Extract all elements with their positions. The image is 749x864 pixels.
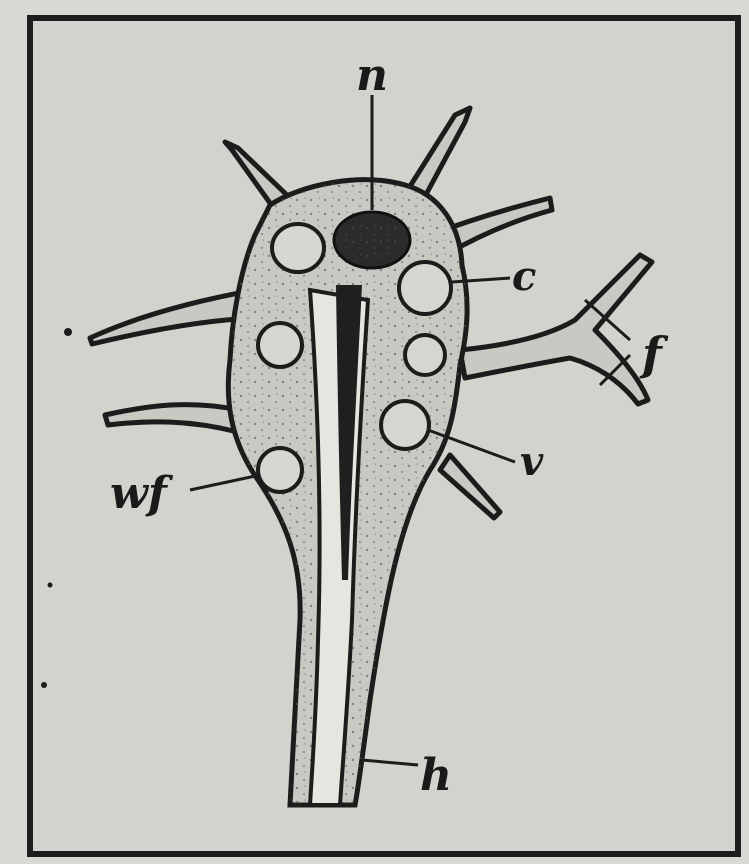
vacuole-mid-right [405, 335, 445, 375]
label-h: h [420, 750, 452, 801]
label-c: c [512, 253, 536, 300]
label-n: n [356, 50, 388, 101]
contractile-vacuole [399, 262, 451, 314]
label-wf: wf [110, 468, 174, 519]
food-vacuole [258, 448, 302, 492]
vacuole-upper-left [272, 224, 324, 272]
label-v: v [520, 438, 544, 485]
vacuole-lower [381, 401, 429, 449]
vacuole-mid-left [258, 323, 302, 367]
